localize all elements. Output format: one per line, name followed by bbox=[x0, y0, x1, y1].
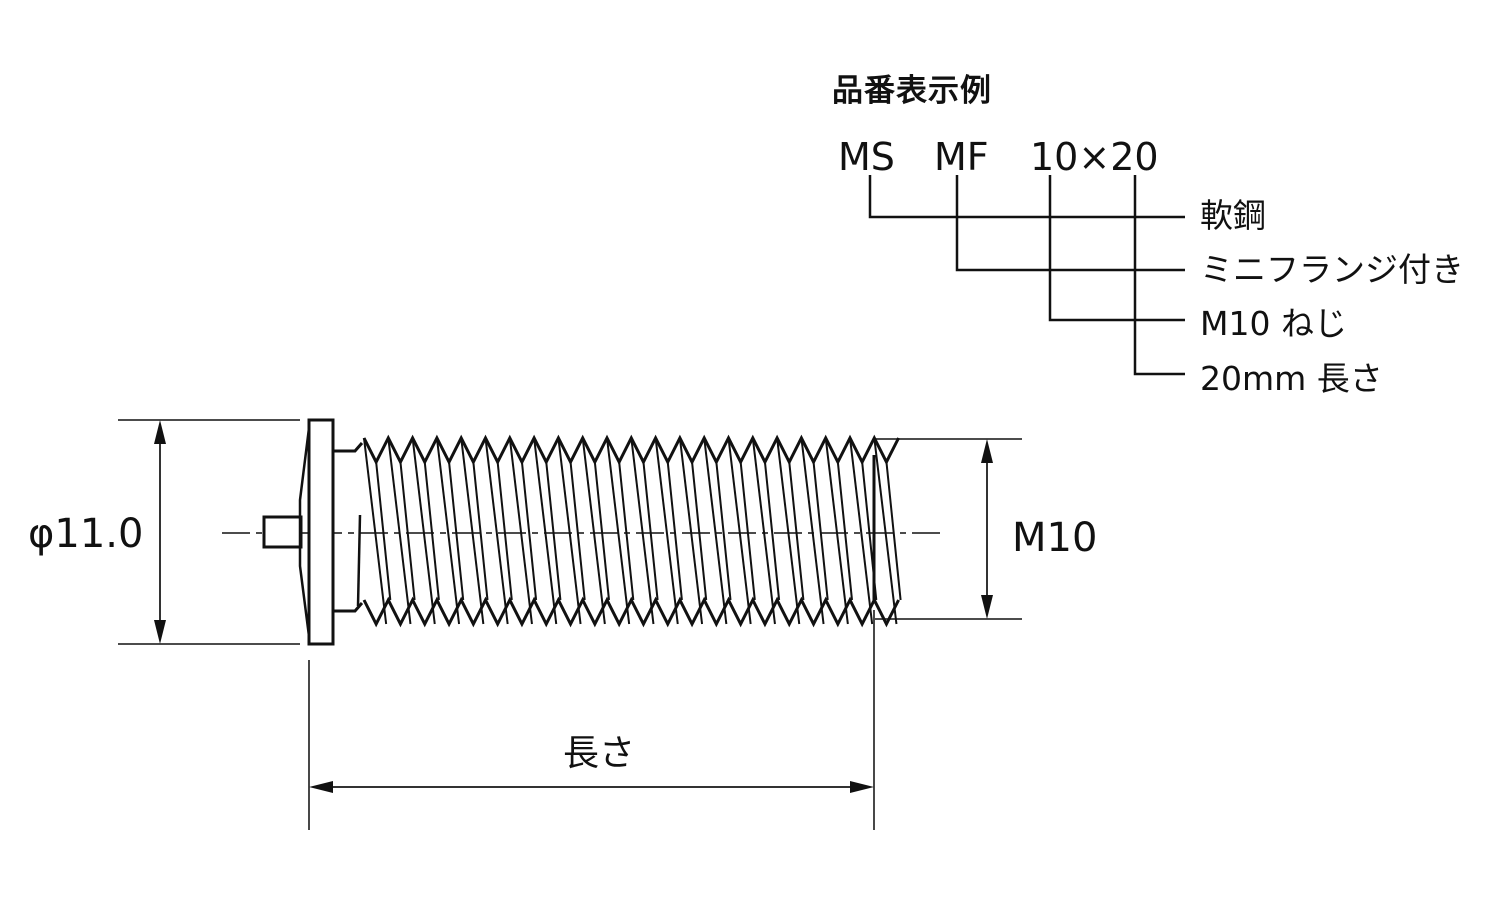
thread-root-line bbox=[472, 461, 489, 601]
thread-root-line bbox=[788, 461, 805, 601]
thread-root-line bbox=[885, 461, 902, 601]
code-flange: MF bbox=[934, 135, 989, 179]
neck-bottom bbox=[333, 602, 364, 613]
arrow-thread-top bbox=[981, 439, 993, 463]
thread-root-line bbox=[666, 461, 683, 601]
flange-cone bbox=[298, 419, 312, 645]
thread-root-line bbox=[715, 461, 732, 601]
thread-crest-line bbox=[435, 437, 461, 625]
thread-crest-line bbox=[751, 437, 776, 625]
thread-root-line bbox=[520, 461, 538, 601]
thread-bottom-profile bbox=[362, 596, 900, 628]
neck-top bbox=[333, 442, 364, 453]
thread-root-line bbox=[691, 461, 708, 601]
stud-body bbox=[262, 418, 364, 646]
thread-root-line bbox=[763, 461, 781, 601]
thread-crest-line bbox=[606, 437, 631, 625]
thread-root-line bbox=[812, 461, 829, 601]
thread-crest-line bbox=[557, 437, 582, 625]
thread-crest-line bbox=[508, 437, 533, 625]
dimension-thread-size: M10 bbox=[1012, 515, 1098, 561]
thread-root-line bbox=[593, 461, 610, 601]
thread-root-line bbox=[375, 461, 392, 601]
thread-crest-line bbox=[727, 437, 752, 625]
connector-mf bbox=[955, 175, 1185, 272]
dimension-lines bbox=[154, 420, 993, 793]
thread-crest-line bbox=[484, 437, 509, 625]
thread-root-line bbox=[642, 461, 659, 601]
thread-crest-line bbox=[630, 437, 655, 625]
thread-crest-line bbox=[776, 437, 801, 625]
arrow-dia-top bbox=[154, 420, 166, 444]
meaning-length: 20mm 長さ bbox=[1200, 359, 1383, 398]
thread-crest-line bbox=[678, 437, 704, 625]
legend-title: 品番表示例 bbox=[832, 73, 992, 109]
legend-connectors bbox=[868, 175, 1185, 376]
thread-root-line bbox=[569, 461, 586, 601]
thread-root-line bbox=[399, 461, 416, 601]
code-size: 10×20 bbox=[1030, 135, 1159, 179]
thread-crest-line bbox=[800, 437, 825, 625]
thread-crest-line bbox=[703, 437, 728, 625]
dimension-length: 長さ bbox=[563, 733, 636, 774]
thread-crest-line bbox=[363, 437, 388, 625]
code-material: MS bbox=[838, 135, 895, 179]
thread-helix-lines bbox=[363, 437, 902, 625]
meaning-material: 軟鋼 bbox=[1200, 196, 1266, 235]
thread-crest-line bbox=[849, 437, 874, 625]
thread-crest-line bbox=[533, 437, 558, 625]
thread-crest-line bbox=[460, 437, 485, 625]
connector-10 bbox=[1048, 175, 1185, 322]
thread-crest-line bbox=[824, 437, 849, 625]
thread-root-line bbox=[496, 461, 513, 601]
thread-crest-line bbox=[387, 437, 412, 625]
thread-crest-line bbox=[411, 437, 436, 625]
arrow-dia-bottom bbox=[154, 620, 166, 644]
thread-crest-line bbox=[654, 437, 679, 625]
thread-root-line bbox=[739, 461, 756, 601]
meaning-flange: ミニフランジ付き bbox=[1200, 250, 1464, 289]
dimension-flange-diameter: φ11.0 bbox=[28, 511, 144, 557]
meaning-thread: M10 ねじ bbox=[1200, 304, 1347, 343]
thread-start bbox=[356, 514, 362, 607]
thread-root-line bbox=[545, 461, 562, 601]
arrow-len-left bbox=[309, 781, 333, 793]
thread-root-line bbox=[836, 461, 853, 601]
thread-crest-line bbox=[873, 437, 898, 625]
thread-crest-line bbox=[581, 437, 606, 625]
thread-root-line bbox=[423, 461, 440, 601]
thread-root-line bbox=[448, 461, 465, 601]
arrow-thread-bottom bbox=[981, 595, 993, 619]
weld-tip bbox=[262, 515, 303, 549]
flange bbox=[307, 418, 335, 646]
connector-20 bbox=[1133, 175, 1185, 376]
arrow-len-right bbox=[850, 781, 874, 793]
thread-profile bbox=[362, 434, 900, 628]
connector-ms bbox=[868, 175, 1185, 219]
thread-root-line bbox=[618, 461, 635, 601]
